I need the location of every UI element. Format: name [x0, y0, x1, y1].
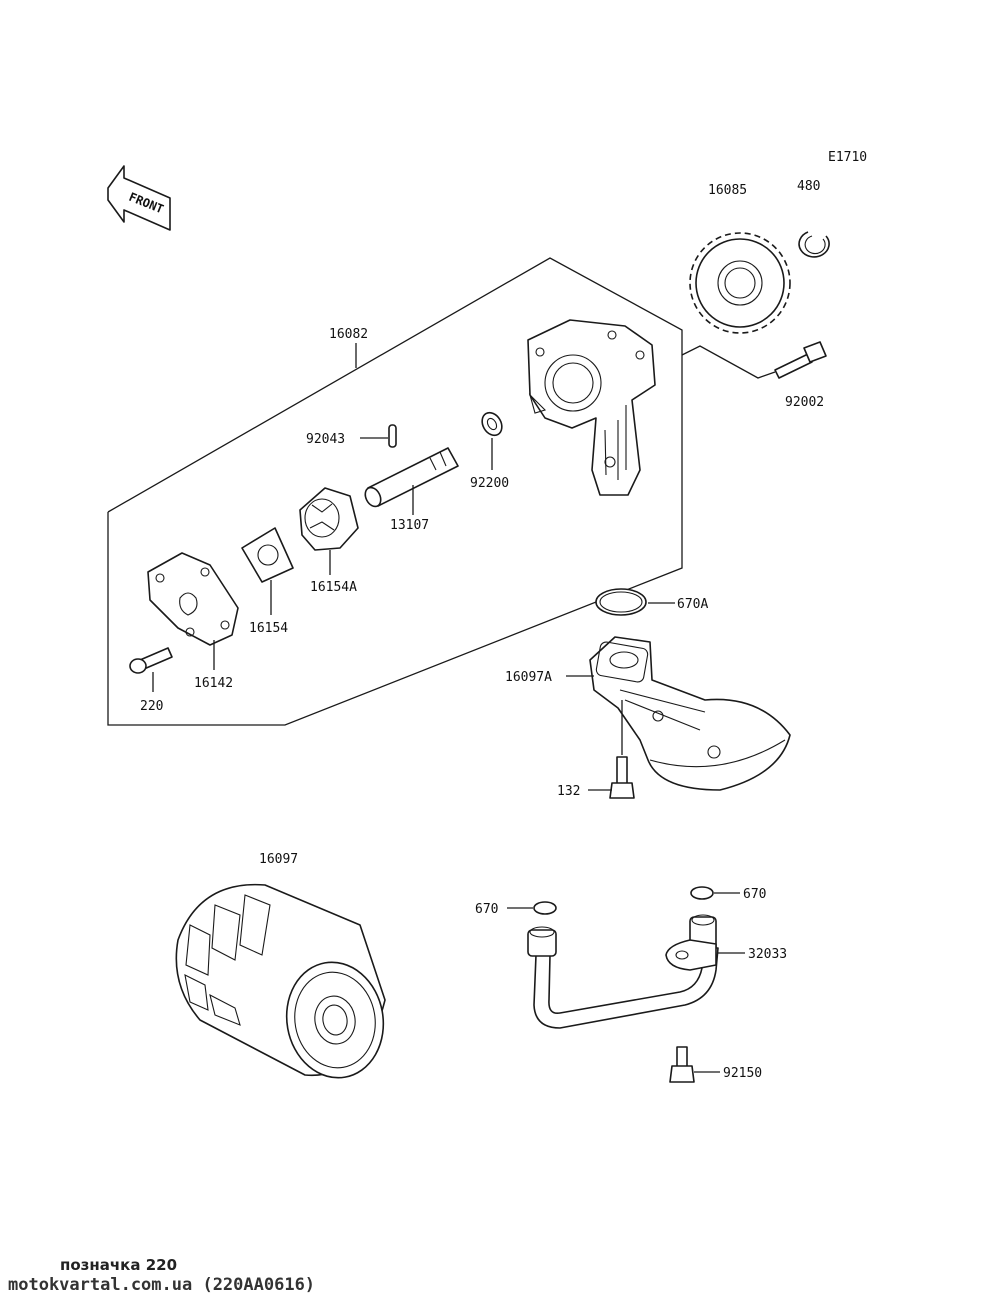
- label-92002: 92002: [785, 395, 824, 410]
- label-132: 132: [557, 784, 580, 799]
- pin-92043: [388, 424, 397, 448]
- label-16097: 16097: [259, 852, 298, 867]
- label-16085: 16085: [708, 183, 747, 198]
- o-ring-670A: [595, 588, 647, 616]
- label-16154: 16154: [249, 621, 288, 636]
- oil-strainer-16097A: [589, 636, 791, 791]
- oil-pipe-32033: [527, 914, 719, 1029]
- leader-92002: [681, 345, 776, 379]
- source-watermark: motokvartal.com.ua (220AA0616): [8, 1275, 316, 1295]
- washer-92200: [481, 411, 503, 437]
- label-92043: 92043: [306, 432, 345, 447]
- label-670A: 670A: [677, 597, 708, 612]
- label-16082: 16082: [329, 327, 368, 342]
- caption-text: позначка 220: [60, 1256, 178, 1274]
- assembly-box-16082: [107, 257, 683, 726]
- label-16097A: 16097A: [505, 670, 552, 685]
- label-670-right: 670: [743, 887, 766, 902]
- label-480: 480: [797, 179, 820, 194]
- bolt-92150: [669, 1046, 695, 1083]
- screw-220: [129, 647, 173, 674]
- label-670-left: 670: [475, 902, 498, 917]
- label-92150: 92150: [723, 1066, 762, 1081]
- gear-16085: [689, 232, 791, 334]
- label-16154A: 16154A: [310, 580, 357, 595]
- label-32033: 32033: [748, 947, 787, 962]
- label-16142: 16142: [194, 676, 233, 691]
- outer-rotor-16154A: [299, 487, 359, 551]
- pump-body: [527, 319, 656, 496]
- pump-cover-16142: [147, 552, 239, 646]
- circlip-480: [798, 231, 830, 258]
- inner-rotor-16154: [241, 527, 294, 583]
- label-13107: 13107: [390, 518, 429, 533]
- oil-filter-16097: [175, 883, 386, 1079]
- bolt-92002: [774, 341, 827, 379]
- label-220: 220: [140, 699, 163, 714]
- front-arrow-icon: FRONT: [107, 165, 171, 231]
- bolt-132: [609, 756, 635, 799]
- label-92200: 92200: [470, 476, 509, 491]
- shaft-13107: [364, 447, 459, 508]
- o-ring-670-right: [690, 886, 714, 900]
- diagram-code: E1710: [828, 150, 867, 165]
- o-ring-670-left: [533, 901, 557, 915]
